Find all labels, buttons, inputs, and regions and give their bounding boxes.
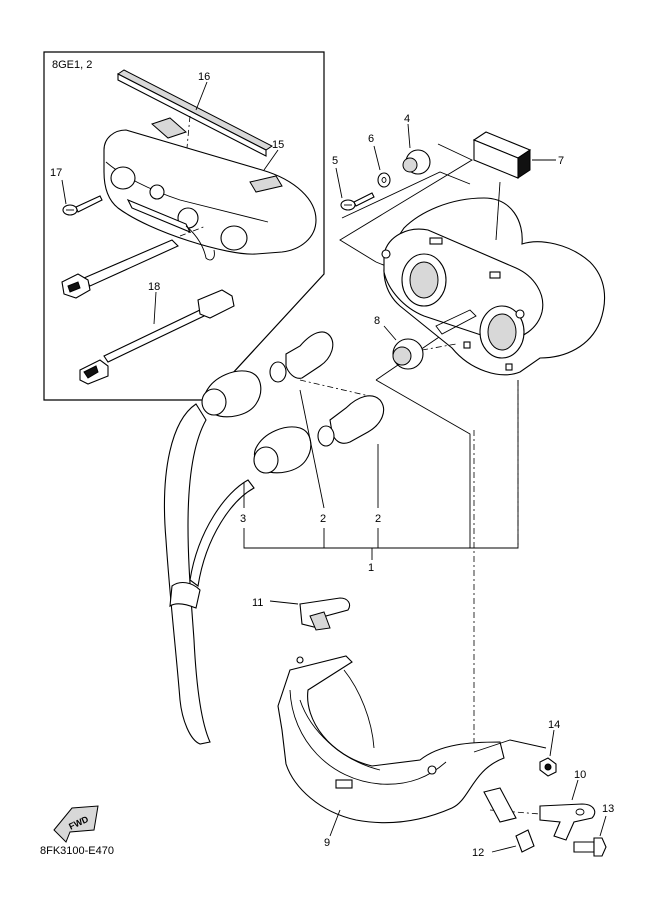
- variant-inset: 8GE1, 2: [43, 51, 325, 401]
- part-10-bracket[interactable]: [539, 803, 596, 841]
- fwd-arrow-icon: FWD: [53, 805, 99, 843]
- callout-17[interactable]: 17: [50, 167, 62, 179]
- callout-13[interactable]: 13: [602, 803, 614, 815]
- part-3-socket-harness[interactable]: [163, 370, 312, 745]
- callout-14[interactable]: 14: [548, 719, 560, 731]
- callout-12[interactable]: 12: [472, 847, 484, 859]
- callout-7[interactable]: 7: [558, 155, 564, 167]
- diagram-code: 8FK3100-E470: [40, 845, 114, 857]
- part-8-grommet[interactable]: [392, 338, 424, 370]
- cover-mount-tab: [483, 787, 517, 823]
- callout-16[interactable]: 16: [198, 71, 210, 83]
- variant-label: 8GE1, 2: [52, 59, 92, 71]
- callout-6[interactable]: 6: [368, 133, 374, 145]
- part-16-lens-strip[interactable]: [117, 69, 273, 157]
- part-7-foam-pad[interactable]: [472, 131, 532, 179]
- callout-3[interactable]: 3: [240, 513, 246, 525]
- callout-1[interactable]: 1: [368, 562, 374, 574]
- callout-4[interactable]: 4: [404, 113, 410, 125]
- part-14-nut[interactable]: [539, 757, 557, 777]
- part-4-grommet[interactable]: [402, 149, 431, 175]
- tail-light-housing[interactable]: [381, 197, 606, 376]
- part-6-washer[interactable]: [377, 172, 391, 188]
- callout-2-lower[interactable]: 2: [375, 513, 381, 525]
- part-2-bulb-upper[interactable]: [269, 331, 334, 383]
- callout-8[interactable]: 8: [374, 315, 380, 327]
- part-13-bolt[interactable]: [573, 837, 607, 857]
- part-15-led-tail-light[interactable]: [103, 117, 317, 261]
- part-11-clamp[interactable]: [299, 597, 351, 631]
- part-2-bulb-lower[interactable]: [317, 395, 385, 447]
- part-12-clip[interactable]: [515, 829, 535, 853]
- part-5-screw[interactable]: [340, 192, 375, 211]
- callout-15[interactable]: 15: [272, 139, 284, 151]
- callout-9[interactable]: 9: [324, 837, 330, 849]
- part-9-lower-cover[interactable]: [277, 655, 505, 824]
- part-17-screw[interactable]: [62, 195, 103, 216]
- callout-18[interactable]: 18: [148, 281, 160, 293]
- callout-5[interactable]: 5: [332, 155, 338, 167]
- part-18-adapter-lead[interactable]: [79, 289, 235, 385]
- callout-11[interactable]: 11: [252, 597, 263, 609]
- callout-2-upper[interactable]: 2: [320, 513, 326, 525]
- led-lead-connector[interactable]: [61, 225, 207, 299]
- callout-10[interactable]: 10: [574, 769, 586, 781]
